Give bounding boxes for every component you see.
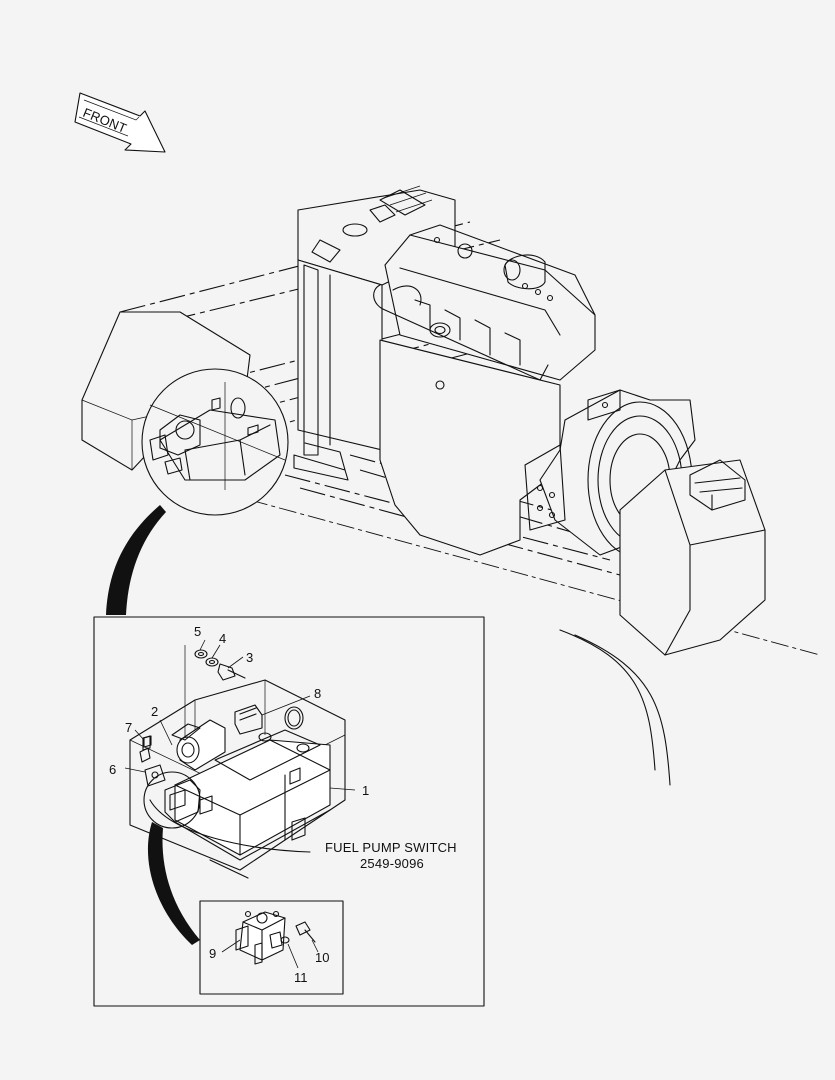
detail-pointer-lower	[147, 822, 200, 945]
note-part-number: 2549-9096	[360, 856, 424, 871]
callout-6: 6	[109, 762, 116, 777]
callout-7: 7	[125, 720, 132, 735]
callout-1: 1	[362, 783, 369, 798]
callout-5: 5	[194, 624, 201, 639]
detail-pointer-upper	[106, 505, 166, 615]
callout-10: 10	[315, 950, 329, 965]
engine	[373, 224, 766, 656]
callout-9: 9	[209, 946, 216, 961]
front-arrow: FRONT	[74, 92, 166, 153]
leader-lines	[124, 639, 356, 969]
fuel-pump-switch-note: FUEL PUMP SWITCH 2549-9096	[325, 840, 457, 871]
callout-2: 2	[151, 704, 158, 719]
detail-frame-lower	[199, 900, 344, 995]
callout-11: 11	[294, 970, 308, 985]
callouts: 1 2 3 4 5 6 7 8 9 10 11	[109, 624, 369, 985]
callout-4: 4	[219, 631, 226, 646]
note-title: FUEL PUMP SWITCH	[325, 840, 457, 855]
callout-8: 8	[314, 686, 321, 701]
battery-assembly	[129, 645, 346, 879]
callout-3: 3	[246, 650, 253, 665]
detail-bubble-upper	[141, 368, 289, 516]
